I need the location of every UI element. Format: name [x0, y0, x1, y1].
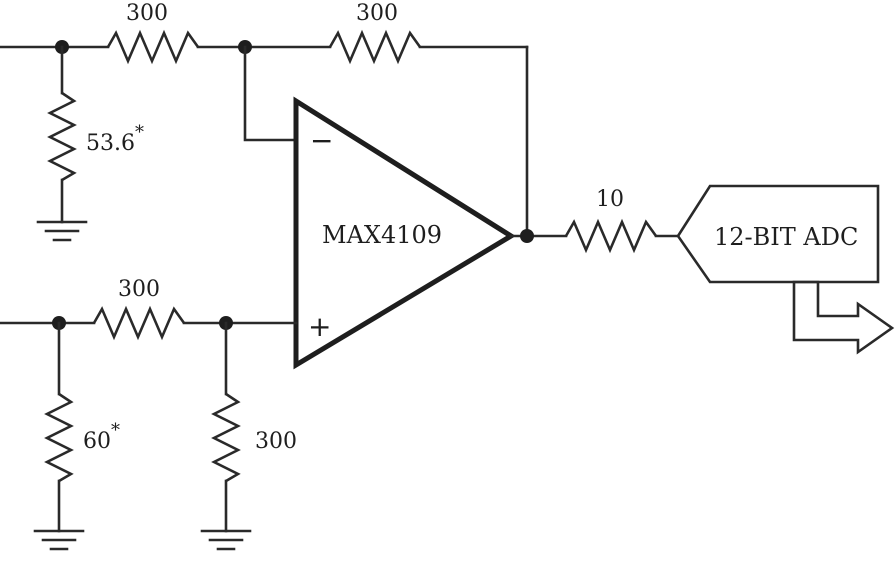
label-bottom-shunt-resistor: 60* — [83, 420, 120, 454]
resistor-bottom-shunt — [44, 392, 74, 483]
top-input-wire — [0, 45, 529, 238]
resistor-top-shunt — [47, 91, 77, 182]
resistor-bottom-input — [92, 305, 186, 341]
label-top-input-resistor: 300 — [126, 1, 168, 26]
opamp-noninverting-sign: + — [308, 310, 331, 343]
resistor-output — [564, 218, 658, 254]
opamp-inverting-sign: − — [310, 124, 333, 157]
adc-output-arrow-icon — [792, 280, 895, 355]
resistor-bottom-ground — [211, 392, 241, 483]
bottom-ground-branch — [200, 321, 252, 551]
resistor-top-feedback — [328, 29, 422, 65]
label-bottom-input-resistor: 300 — [118, 277, 160, 302]
inverting-input-wire — [243, 45, 298, 142]
top-shunt-branch — [36, 45, 88, 242]
label-bottom-ground-resistor: 300 — [255, 429, 297, 454]
junction-dot-output — [520, 229, 534, 243]
label-top-feedback-resistor: 300 — [356, 1, 398, 26]
opamp-part-label: MAX4109 — [322, 221, 442, 249]
adc-label: 12-BIT ADC — [714, 223, 858, 251]
label-output-resistor: 10 — [596, 187, 624, 212]
resistor-top-input — [106, 29, 200, 65]
opamp-triangle — [293, 96, 516, 370]
bottom-shunt-branch — [33, 321, 85, 551]
adc-block — [676, 184, 880, 284]
label-top-shunt-resistor: 53.6* — [86, 122, 144, 156]
